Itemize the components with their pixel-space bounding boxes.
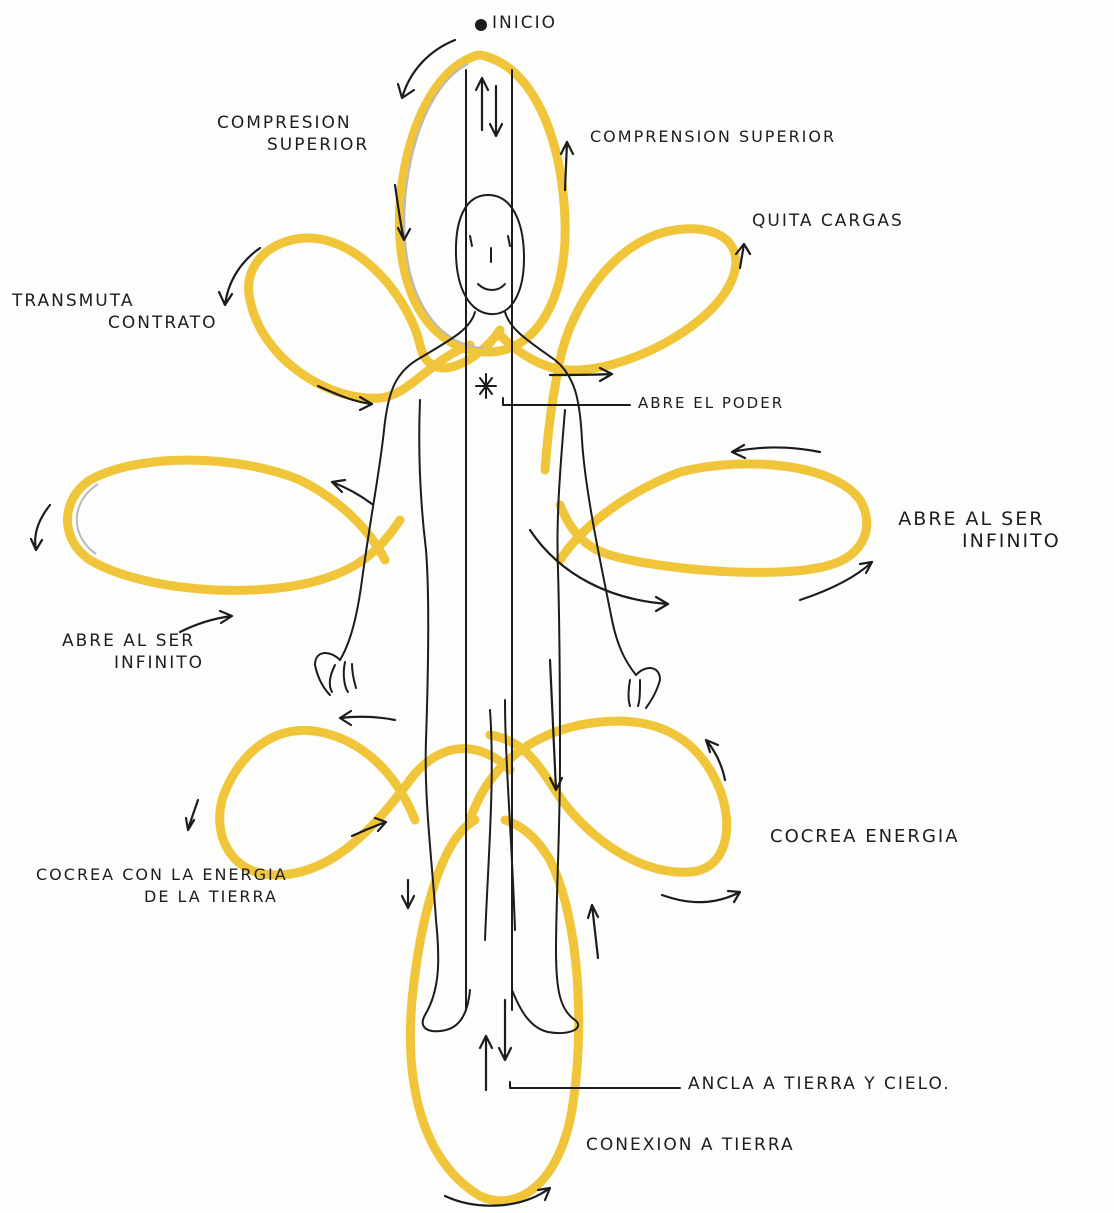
label-abre-ser-infinito-left: ABRE AL SER INFINITO [62,630,204,674]
heart-icon [476,374,496,398]
arrow-lower-left-top [340,711,395,725]
left-hand [315,653,356,695]
loop-upper-right [500,229,736,470]
label-compresion-superior-left: COMPRESION SUPERIOR [217,112,369,156]
label-conexion-a-tierra: CONEXION A TIERRA [586,1134,795,1156]
label-quita-cargas: QUITA CARGAS [752,210,904,232]
right-hand [629,668,661,708]
label-cocrea-energia: COCREA ENERGIA [770,826,960,848]
loop-middle-right [560,464,867,573]
label-ancla-tierra-cielo: ANCLA A TIERRA Y CIELO. [688,1073,951,1095]
label-abre-ser-infinito-right: ABRE AL SER INFINITO [882,508,1061,552]
arrow-up-center [476,78,488,130]
arrow-cross-right [530,530,668,611]
label-comprension-superior-right: COMPRENSION SUPERIOR [590,126,836,148]
arrow-down-center [490,86,502,136]
loop-bottom [410,820,578,1201]
arrow-lower-left-out [186,800,198,830]
body-outline-left [340,312,475,1031]
label-inicio: INICIO [492,12,557,34]
arrow-lower-right-bottom [662,891,740,902]
label-abre-el-poder: ABRE EL PODER [638,392,784,414]
arrow-middle-left-out [31,505,50,550]
flow-arrows [31,40,872,1206]
label-cocrea-con-la-energia: COCREA CON LA ENERGIA DE LA TIERRA [36,864,288,908]
arrow-middle-right-top [732,445,820,458]
arrow-down-lower-left [402,880,414,908]
start-dot [475,19,487,31]
arrow-abre-left [180,611,232,632]
arrow-up-bottom [480,1036,492,1090]
label-transmuta-contrato: TRANSMUTA CONTRATO [12,290,218,334]
loop-middle-left [68,460,401,590]
arrow-down-bottom [499,1000,511,1060]
arrow-up-lower-right [588,905,598,958]
loop-upper-left [249,238,500,398]
